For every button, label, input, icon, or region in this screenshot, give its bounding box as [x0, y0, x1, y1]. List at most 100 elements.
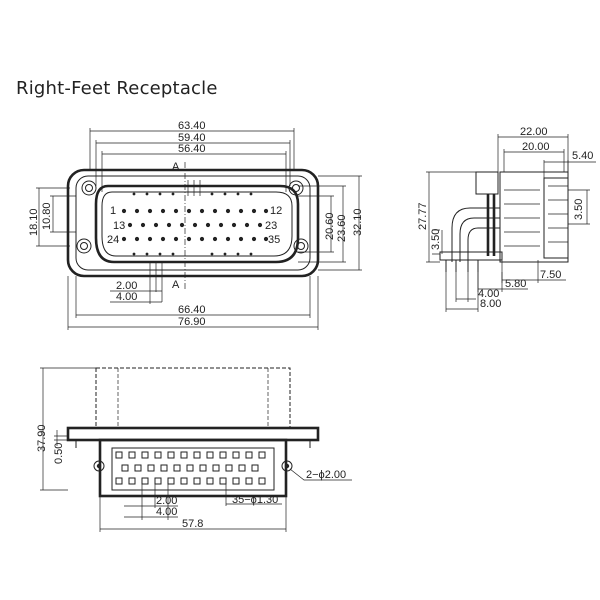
dim-side-b3: 4.00 — [478, 288, 499, 300]
side-contacts — [504, 189, 540, 247]
side-top-block — [475, 171, 499, 195]
dim-bottom-holes: 2−ϕ2.00 — [306, 469, 346, 481]
side-body — [499, 171, 569, 263]
pcb-pin-field — [111, 447, 275, 491]
center-key — [187, 180, 201, 196]
section-label-bottom: A — [172, 279, 180, 291]
bottom-view: 37.90 0.50 2−ϕ2.00 2.00 4.00 35−ϕ1.30 57… — [36, 367, 352, 532]
front-view: 1 12 13 23 24 35 A A 63.40 59.40 56.40 1… — [28, 120, 364, 330]
bottom-hole-right — [281, 460, 293, 472]
side-base — [439, 251, 503, 261]
dim-line-bottom-height — [40, 367, 96, 491]
dim-pitch2: 4.00 — [116, 291, 137, 303]
bottom-hole-left — [93, 460, 105, 472]
dim-h-right3: 32.10 — [352, 208, 364, 236]
pin-label-1: 1 — [110, 205, 116, 217]
bottom-flange — [66, 426, 320, 442]
dim-line-w-bottom1 — [75, 276, 311, 318]
side-front-shell — [543, 177, 569, 259]
dim-line-bottom-thickness — [54, 430, 68, 446]
pin-row-2 — [127, 222, 263, 228]
housing-outline — [95, 367, 291, 429]
dim-h-right1: 20.60 — [324, 212, 336, 240]
dim-side-top3: 5.40 — [572, 150, 593, 162]
holes-leader — [289, 468, 352, 481]
pin-row-1 — [121, 208, 269, 214]
dim-line-side-b4 — [445, 272, 479, 312]
dim-side-top1: 22.00 — [520, 126, 548, 138]
dim-bottom-pitch2: 4.00 — [156, 506, 177, 518]
dim-line-side-top3 — [543, 160, 596, 178]
side-pin-legs — [470, 207, 500, 229]
dim-line-h-right1 — [298, 195, 334, 253]
edge-dots — [132, 192, 253, 256]
bottom-pin-row-3 — [115, 477, 266, 485]
housing-inner-lines — [117, 368, 269, 428]
dim-bottom-pins: 35−ϕ1.30 — [232, 494, 278, 506]
dim-side-b2: 5.80 — [505, 278, 526, 290]
dim-w-bottom2: 76.90 — [178, 316, 206, 328]
dim-bottom-width: 57.8 — [182, 518, 203, 530]
side-feet — [445, 260, 479, 272]
dim-bottom-height: 37.90 — [36, 424, 48, 452]
dim-h-left1: 18.10 — [28, 208, 40, 236]
dim-side-height: 27.77 — [417, 202, 429, 230]
dim-line-side-b3 — [455, 272, 476, 302]
dim-line-w1 — [89, 128, 295, 170]
dim-side-left-small: 3.50 — [430, 229, 442, 250]
side-pins — [451, 207, 479, 262]
pins-leader — [225, 484, 282, 506]
dim-line-w2 — [95, 140, 291, 186]
pin-label-35: 35 — [268, 234, 280, 246]
dim-line-h-left2 — [50, 195, 76, 233]
mounting-hole-top-right — [288, 180, 304, 196]
pin-label-24: 24 — [107, 234, 119, 246]
dim-line-w-bottom2 — [67, 276, 319, 330]
dim-line-bottom-width — [99, 496, 287, 532]
dim-line-side-left-small — [432, 229, 443, 255]
dim-line-side-height — [426, 171, 476, 263]
side-shell-ribs — [548, 185, 568, 243]
dim-side-right1: 3.50 — [573, 199, 585, 220]
dim-w2: 59.40 — [178, 132, 206, 144]
dim-line-side-top2 — [503, 149, 565, 172]
flange-outline — [66, 168, 320, 278]
bottom-pin-row-2 — [121, 464, 259, 472]
dim-bottom-thickness: 0.50 — [53, 443, 65, 464]
dim-h-right2: 23.60 — [336, 214, 348, 242]
dim-side-b1: 7.50 — [540, 269, 561, 281]
mounting-hole-bottom-left — [76, 238, 92, 254]
dim-pitch1: 2.00 — [116, 280, 137, 292]
side-view: 22.00 20.00 5.40 3.50 27.77 3.50 7.50 5.… — [417, 126, 596, 312]
mating-face-outline — [94, 184, 300, 264]
dim-w3: 56.40 — [178, 143, 206, 155]
section-label-top: A — [172, 161, 180, 173]
dim-line-h-right2 — [298, 185, 346, 263]
dim-line-bottom-pitch — [124, 484, 178, 520]
dim-side-b4: 8.00 — [480, 298, 501, 310]
dim-line-h-left1 — [36, 187, 70, 247]
dim-w-bottom1: 66.40 — [178, 304, 206, 316]
pin-label-12: 12 — [270, 205, 282, 217]
pcb-body — [98, 438, 288, 498]
flange-inner-edge — [75, 175, 311, 271]
drawing-title: Right-Feet Receptacle — [16, 78, 218, 99]
dim-line-w3 — [101, 151, 287, 192]
bottom-pin-row-1 — [115, 451, 266, 459]
side-flange — [486, 194, 496, 256]
dim-line-side-right1 — [568, 189, 590, 225]
dim-side-top2: 20.00 — [522, 141, 550, 153]
mounting-hole-bottom-right — [293, 238, 309, 254]
flange-lips — [75, 440, 311, 448]
pin-label-23: 23 — [265, 220, 277, 232]
dim-line-h-right3 — [318, 175, 362, 271]
mounting-hole-top-left — [81, 180, 97, 196]
dim-w1: 63.40 — [178, 120, 206, 132]
pin-row-3 — [121, 236, 269, 242]
dim-line-pitch — [110, 262, 163, 304]
dim-h-left2: 10.80 — [41, 202, 53, 230]
dim-bottom-pitch1: 2.00 — [156, 495, 177, 507]
pin-label-13: 13 — [113, 220, 125, 232]
mating-face-inner — [101, 191, 293, 257]
